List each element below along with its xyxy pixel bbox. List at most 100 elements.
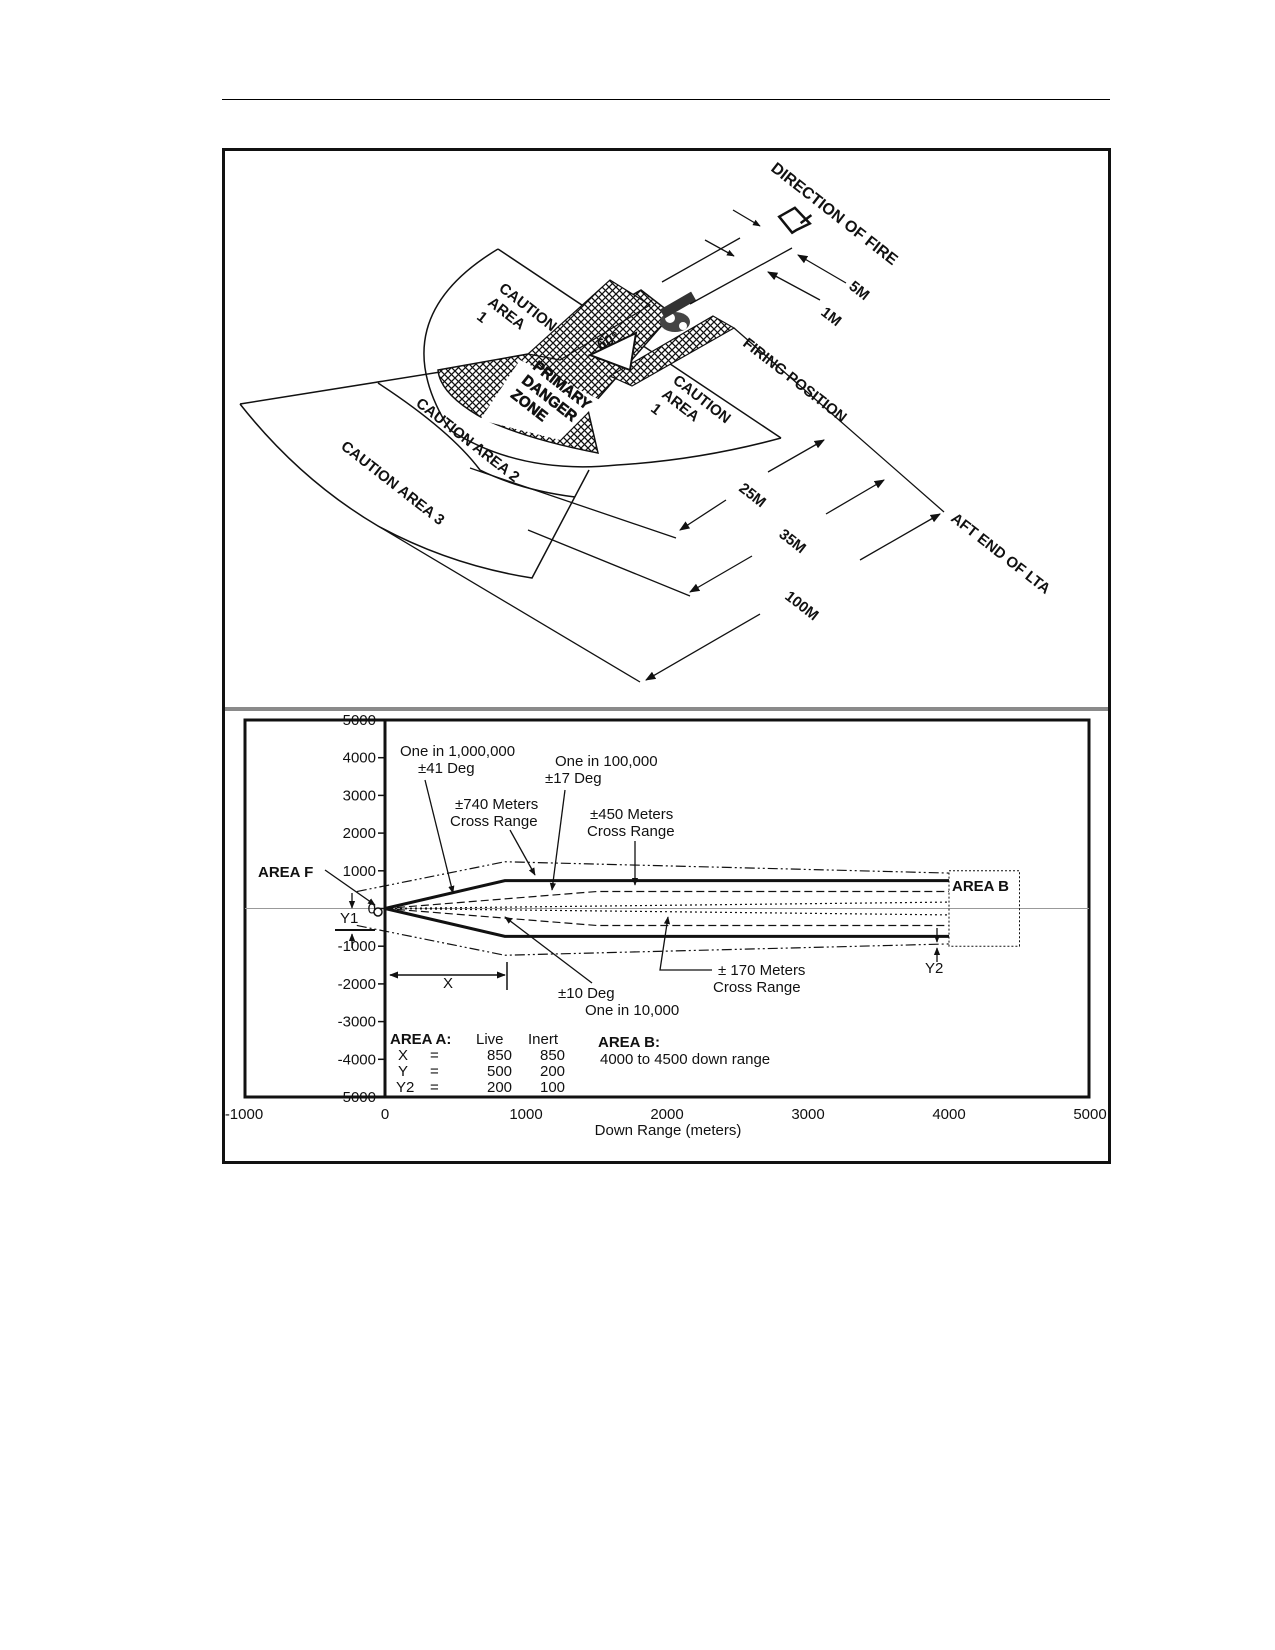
dim-1m-label: 1M	[818, 304, 845, 330]
area-a-table: AREA A: Live Inert X = 850 850 Y = 500 2…	[390, 1031, 565, 1096]
y-ticks: 500040003000200010000-1000-2000-3000-400…	[338, 712, 385, 1106]
x-tick-label: 3000	[791, 1106, 824, 1123]
dim-arrow-1m	[767, 271, 821, 301]
x-tick-label: 1000	[509, 1106, 542, 1123]
caution-area-1-right-label: CAUTION AREA 1	[647, 372, 733, 427]
x-tick-label: 0	[381, 1106, 389, 1123]
sixty-degree-triangle	[587, 331, 638, 372]
header-rule	[222, 99, 1110, 100]
dim-arrow-100m-top	[859, 513, 941, 561]
area-a-row-label: Y	[398, 1063, 408, 1080]
cross-range-740-label: Cross Range	[450, 813, 538, 830]
area-a-row-inert: 200	[540, 1063, 565, 1080]
x-tick-label: 5000	[1073, 1106, 1106, 1123]
y-tick-label: -5000	[338, 1089, 376, 1106]
area-a-row-live: 850	[487, 1047, 512, 1064]
aft-end-label: AFT END OF LTA	[948, 510, 1054, 598]
y-tick-label: 0	[368, 901, 376, 918]
y1-label: Y1	[340, 910, 358, 927]
x-tick-label: 4000	[932, 1106, 965, 1123]
series-group	[356, 861, 950, 956]
area-f-marker	[373, 907, 383, 917]
fire-dir-line-2	[689, 247, 793, 305]
ext-line-35m	[527, 529, 691, 597]
area-b-note-text: 4000 to 4500 down range	[600, 1051, 770, 1068]
series-line-dash-dot	[356, 924, 950, 956]
m450-label: ±450 Meters	[590, 806, 673, 823]
x-tick-label: 2000	[650, 1106, 683, 1123]
dim-arrow-35m-top	[825, 479, 885, 515]
series-line-solid-thick	[384, 907, 949, 938]
hatched-strip-right	[608, 315, 736, 387]
arrow-deg10	[504, 916, 593, 984]
y2-label: Y2	[925, 960, 943, 977]
m740-label: ±740 Meters	[455, 796, 538, 813]
area-a-row-label: X	[398, 1047, 408, 1064]
one-in-10k-label: One in 10,000	[585, 1002, 679, 1019]
area-a-row-live: 200	[487, 1079, 512, 1096]
cross-range-450-label: Cross Range	[587, 823, 675, 840]
arrow-deg41	[424, 779, 455, 894]
arrow-deg17	[549, 789, 566, 891]
area-b-note-title: AREA B:	[598, 1034, 660, 1051]
y-tick-label: 4000	[343, 750, 376, 767]
hatched-strip-left	[526, 279, 652, 361]
series-line-dotted	[384, 907, 950, 916]
y-tick-label: -1000	[338, 938, 376, 955]
m170-label: ± 170 Meters	[718, 962, 805, 979]
dim-arrow-25m-top	[767, 439, 825, 473]
series-line-dashed	[384, 907, 949, 927]
arrow-740	[509, 829, 536, 876]
firing-position-label: FIRING POSITION	[740, 335, 850, 426]
y-tick-label: -4000	[338, 1051, 376, 1068]
area-b-box	[948, 870, 1020, 947]
x-ticks: -1000 0 1000 2000 3000 4000 5000	[225, 1106, 1107, 1123]
caution-area-2-arc	[377, 382, 576, 498]
pdz-cutout	[480, 360, 600, 440]
svg-text:1: 1	[473, 308, 490, 327]
x-tick-label: -1000	[225, 1106, 263, 1123]
deg17-label: ±17 Deg	[545, 770, 602, 787]
figure-frame	[222, 148, 1111, 1164]
y-tick-label: 3000	[343, 787, 376, 804]
deg41-label: ±41 Deg	[418, 760, 475, 777]
dim-tick-top-1	[732, 209, 761, 227]
series-line-dash-dot	[356, 861, 950, 893]
area-a-row-eq: =	[430, 1063, 439, 1080]
caution-area-3-label: CAUTION AREA 3	[338, 438, 448, 529]
x-axis-label: Down Range (meters)	[595, 1122, 742, 1139]
arrow-area-f	[324, 869, 376, 906]
y-tick-label: -3000	[338, 1014, 376, 1031]
area-a-col-live: Live	[476, 1031, 504, 1048]
area-a-row-live: 500	[487, 1063, 512, 1080]
series-line-dotted	[384, 901, 950, 910]
aft-end-line	[733, 327, 945, 513]
cross-range-170-label: Cross Range	[713, 979, 801, 996]
y-tick-label: 5000	[343, 712, 376, 729]
area-a-row-inert: 850	[540, 1047, 565, 1064]
area-b-label: AREA B	[952, 878, 1009, 895]
fire-dir-line-1	[661, 237, 741, 283]
arrow-170	[659, 916, 712, 971]
dim-arrow-100m-bot	[645, 613, 761, 681]
dim-tick-top-2	[704, 239, 735, 257]
series-line-dashed	[384, 890, 949, 910]
y-tick-label: -2000	[338, 976, 376, 993]
direction-of-fire-arrow	[777, 206, 813, 235]
series-line-solid-thick	[384, 879, 949, 910]
weapon-icon	[659, 291, 697, 332]
y-tick-label: 1000	[343, 863, 376, 880]
svg-text:1: 1	[647, 400, 664, 419]
dim-arrow-5m	[797, 254, 847, 284]
area-a-row-inert: 100	[540, 1079, 565, 1096]
firing-range-diagram: DIRECTION OF FIRE 5M 1M FIRING POSITION …	[239, 160, 1054, 683]
dim-100m-label: 100M	[782, 588, 822, 625]
x-dim-label: X	[443, 975, 453, 992]
area-a-row-eq: =	[430, 1047, 439, 1064]
dim-arrow-35m-bot	[689, 555, 753, 593]
area-a-row-eq: =	[430, 1079, 439, 1096]
area-a-row-label: Y2	[396, 1079, 414, 1096]
ext-line-100m	[377, 525, 641, 683]
panel-divider	[225, 707, 1108, 711]
area-f-label: AREA F	[258, 864, 313, 881]
